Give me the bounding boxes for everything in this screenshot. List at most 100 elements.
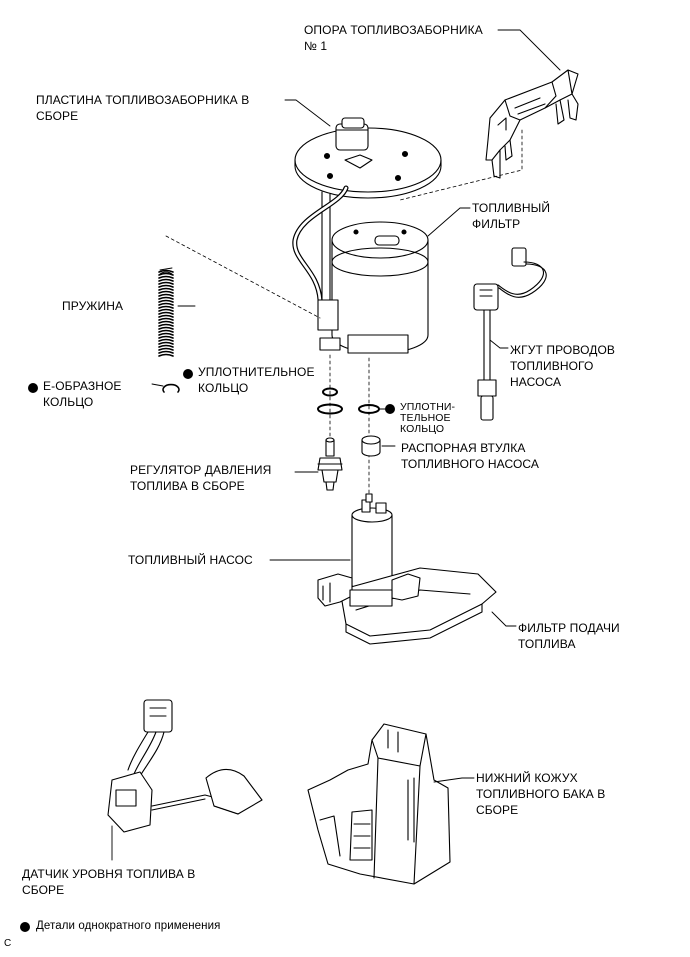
label-suction-support: ОПОРА ТОПЛИВОЗАБОРНИКА № 1 <box>304 22 483 54</box>
spring-coil <box>158 278 174 282</box>
label-text: ФИЛЬТР ПОДАЧИ <box>518 621 620 635</box>
label-text: ТОПЛИВА В СБОРЕ <box>130 479 245 493</box>
label-text: НИЖНИЙ КОЖУХ <box>476 771 578 785</box>
e-ring <box>151 383 180 393</box>
reusable-marker-dot <box>183 369 193 379</box>
spring-coil <box>158 344 174 348</box>
label-o-ring-a: УПЛОТНИТЕЛЬНОЕ КОЛЬЦО <box>198 364 315 396</box>
guide-support <box>399 129 523 201</box>
spring-coil <box>158 338 174 342</box>
label-text: ДАТЧИК УРОВНЯ ТОПЛИВА В <box>22 867 196 881</box>
spring-coil <box>158 305 174 309</box>
label-text: СБОРЕ <box>22 883 65 897</box>
fuel-pump-wire-harness <box>473 247 547 421</box>
spring-coil <box>158 332 174 336</box>
label-text: УПЛОТНИ- <box>400 401 456 413</box>
label-text: КОЛЬЦО <box>198 381 249 395</box>
label-text: СБОРЕ <box>476 803 519 817</box>
spring-coil <box>158 302 174 306</box>
label-lower-case: НИЖНИЙ КОЖУХ ТОПЛИВНОГО БАКА В СБОРЕ <box>476 770 605 818</box>
fuel-suction-support-bracket <box>485 69 579 179</box>
spring-coil <box>158 314 174 318</box>
label-text: ТОПЛИВНЫЙ НАСОС <box>128 553 253 567</box>
label-text: КОЛЬЦО <box>43 395 94 409</box>
label-o-ring-b: УПЛОТНИ- ТЕЛЬНОЕ КОЛЬЦО <box>400 402 455 435</box>
label-text: РАСПОРНАЯ ВТУЛКА <box>401 441 526 455</box>
pump-bracket <box>317 573 421 607</box>
label-suction-plate: ПЛАСТИНА ТОПЛИВОЗАБОРНИКА В СБОРЕ <box>36 92 249 124</box>
spring-coil <box>158 317 174 321</box>
leader-support <box>497 29 561 71</box>
spring-coil <box>158 284 174 288</box>
spring-coil <box>158 269 174 273</box>
fuel-filter <box>317 221 429 354</box>
label-text: ЖГУТ ПРОВОДОВ <box>510 343 616 357</box>
legend-marker-dot <box>20 922 30 932</box>
fuel-pump <box>351 493 393 593</box>
spring-coil <box>158 350 174 354</box>
label-suction-filter: ФИЛЬТР ПОДАЧИ ТОПЛИВА <box>518 620 620 652</box>
spring-coil <box>158 287 174 291</box>
spring-coil <box>158 326 174 330</box>
spring-coil <box>158 323 174 327</box>
label-text: ПРУЖИНА <box>62 299 124 313</box>
label-text: Е-ОБРАЗНОЕ <box>43 379 122 393</box>
label-text: ТОПЛИВНОГО БАКА В <box>476 787 606 801</box>
spring-coil <box>158 335 174 339</box>
spring-coil <box>158 299 174 303</box>
spring-coil <box>158 293 174 297</box>
leader-plate <box>284 99 331 127</box>
spring-coil <box>158 320 174 324</box>
spring-coil <box>158 347 174 351</box>
label-e-ring: Е-ОБРАЗНОЕ КОЛЬЦО <box>43 378 122 410</box>
spring-coil <box>158 296 174 300</box>
spring-coil <box>158 272 174 276</box>
spring-coil <box>158 311 174 315</box>
reusable-marker-dot <box>28 383 38 393</box>
legend-text: Детали однократного применения <box>36 920 221 932</box>
corner-mark: C <box>4 938 12 949</box>
spring-coil <box>158 308 174 312</box>
o-ring-upper <box>317 387 380 415</box>
label-spring: ПРУЖИНА <box>62 298 123 314</box>
spring <box>159 267 173 275</box>
label-text: КОЛЬЦО <box>400 423 445 435</box>
label-text: ТОПЛИВА <box>518 637 576 651</box>
spring-coils <box>158 269 174 357</box>
leader-suction-filter <box>491 611 517 627</box>
label-fuel-pump: ТОПЛИВНЫЙ НАСОС <box>128 552 253 568</box>
reusable-marker-dot <box>385 404 395 414</box>
spring-coil <box>158 353 174 357</box>
label-sender-gauge: ДАТЧИК УРОВНЯ ТОПЛИВА В СБОРЕ <box>22 866 195 898</box>
label-text: ТОПЛИВНОГО НАСОСА <box>401 457 539 471</box>
label-pressure-regulator: РЕГУЛЯТОР ДАВЛЕНИЯ ТОПЛИВА В СБОРЕ <box>130 462 271 494</box>
label-text: УПЛОТНИТЕЛЬНОЕ <box>198 365 315 379</box>
label-text: ПЛАСТИНА ТОПЛИВОЗАБОРНИКА В <box>36 93 250 107</box>
leader-lower-case <box>433 777 475 783</box>
label-text: ТЕЛЬНОЕ <box>400 412 451 424</box>
pressure-regulator <box>317 437 343 491</box>
fuel-tank-lower-case <box>307 723 451 885</box>
guide-spring <box>165 235 321 319</box>
fuel-suction-plate <box>294 117 442 303</box>
label-wire-harness: ЖГУТ ПРОВОДОВ ТОПЛИВНОГО НАСОСА <box>510 342 615 390</box>
spring-coil <box>158 275 174 279</box>
label-text: ТОПЛИВНОГО <box>510 359 594 373</box>
label-text: НАСОСА <box>510 375 562 389</box>
pump-spacer <box>361 435 381 457</box>
leader-harness <box>489 339 509 349</box>
label-fuel-filter: ТОПЛИВНЫЙ ФИЛЬТР <box>472 200 550 232</box>
leader-filter <box>427 207 471 237</box>
label-text: № 1 <box>304 39 328 53</box>
label-text: ОПОРА ТОПЛИВОЗАБОРНИКА <box>304 23 483 37</box>
label-text: СБОРЕ <box>36 109 79 123</box>
spring-coil <box>158 281 174 285</box>
spring-coil <box>158 329 174 333</box>
label-text: РЕГУЛЯТОР ДАВЛЕНИЯ <box>130 463 272 477</box>
label-text: ФИЛЬТР <box>472 217 521 231</box>
fuel-sender-gauge <box>107 699 263 833</box>
label-pump-spacer: РАСПОРНАЯ ВТУЛКА ТОПЛИВНОГО НАСОСА <box>401 440 539 472</box>
spring-coil <box>158 290 174 294</box>
